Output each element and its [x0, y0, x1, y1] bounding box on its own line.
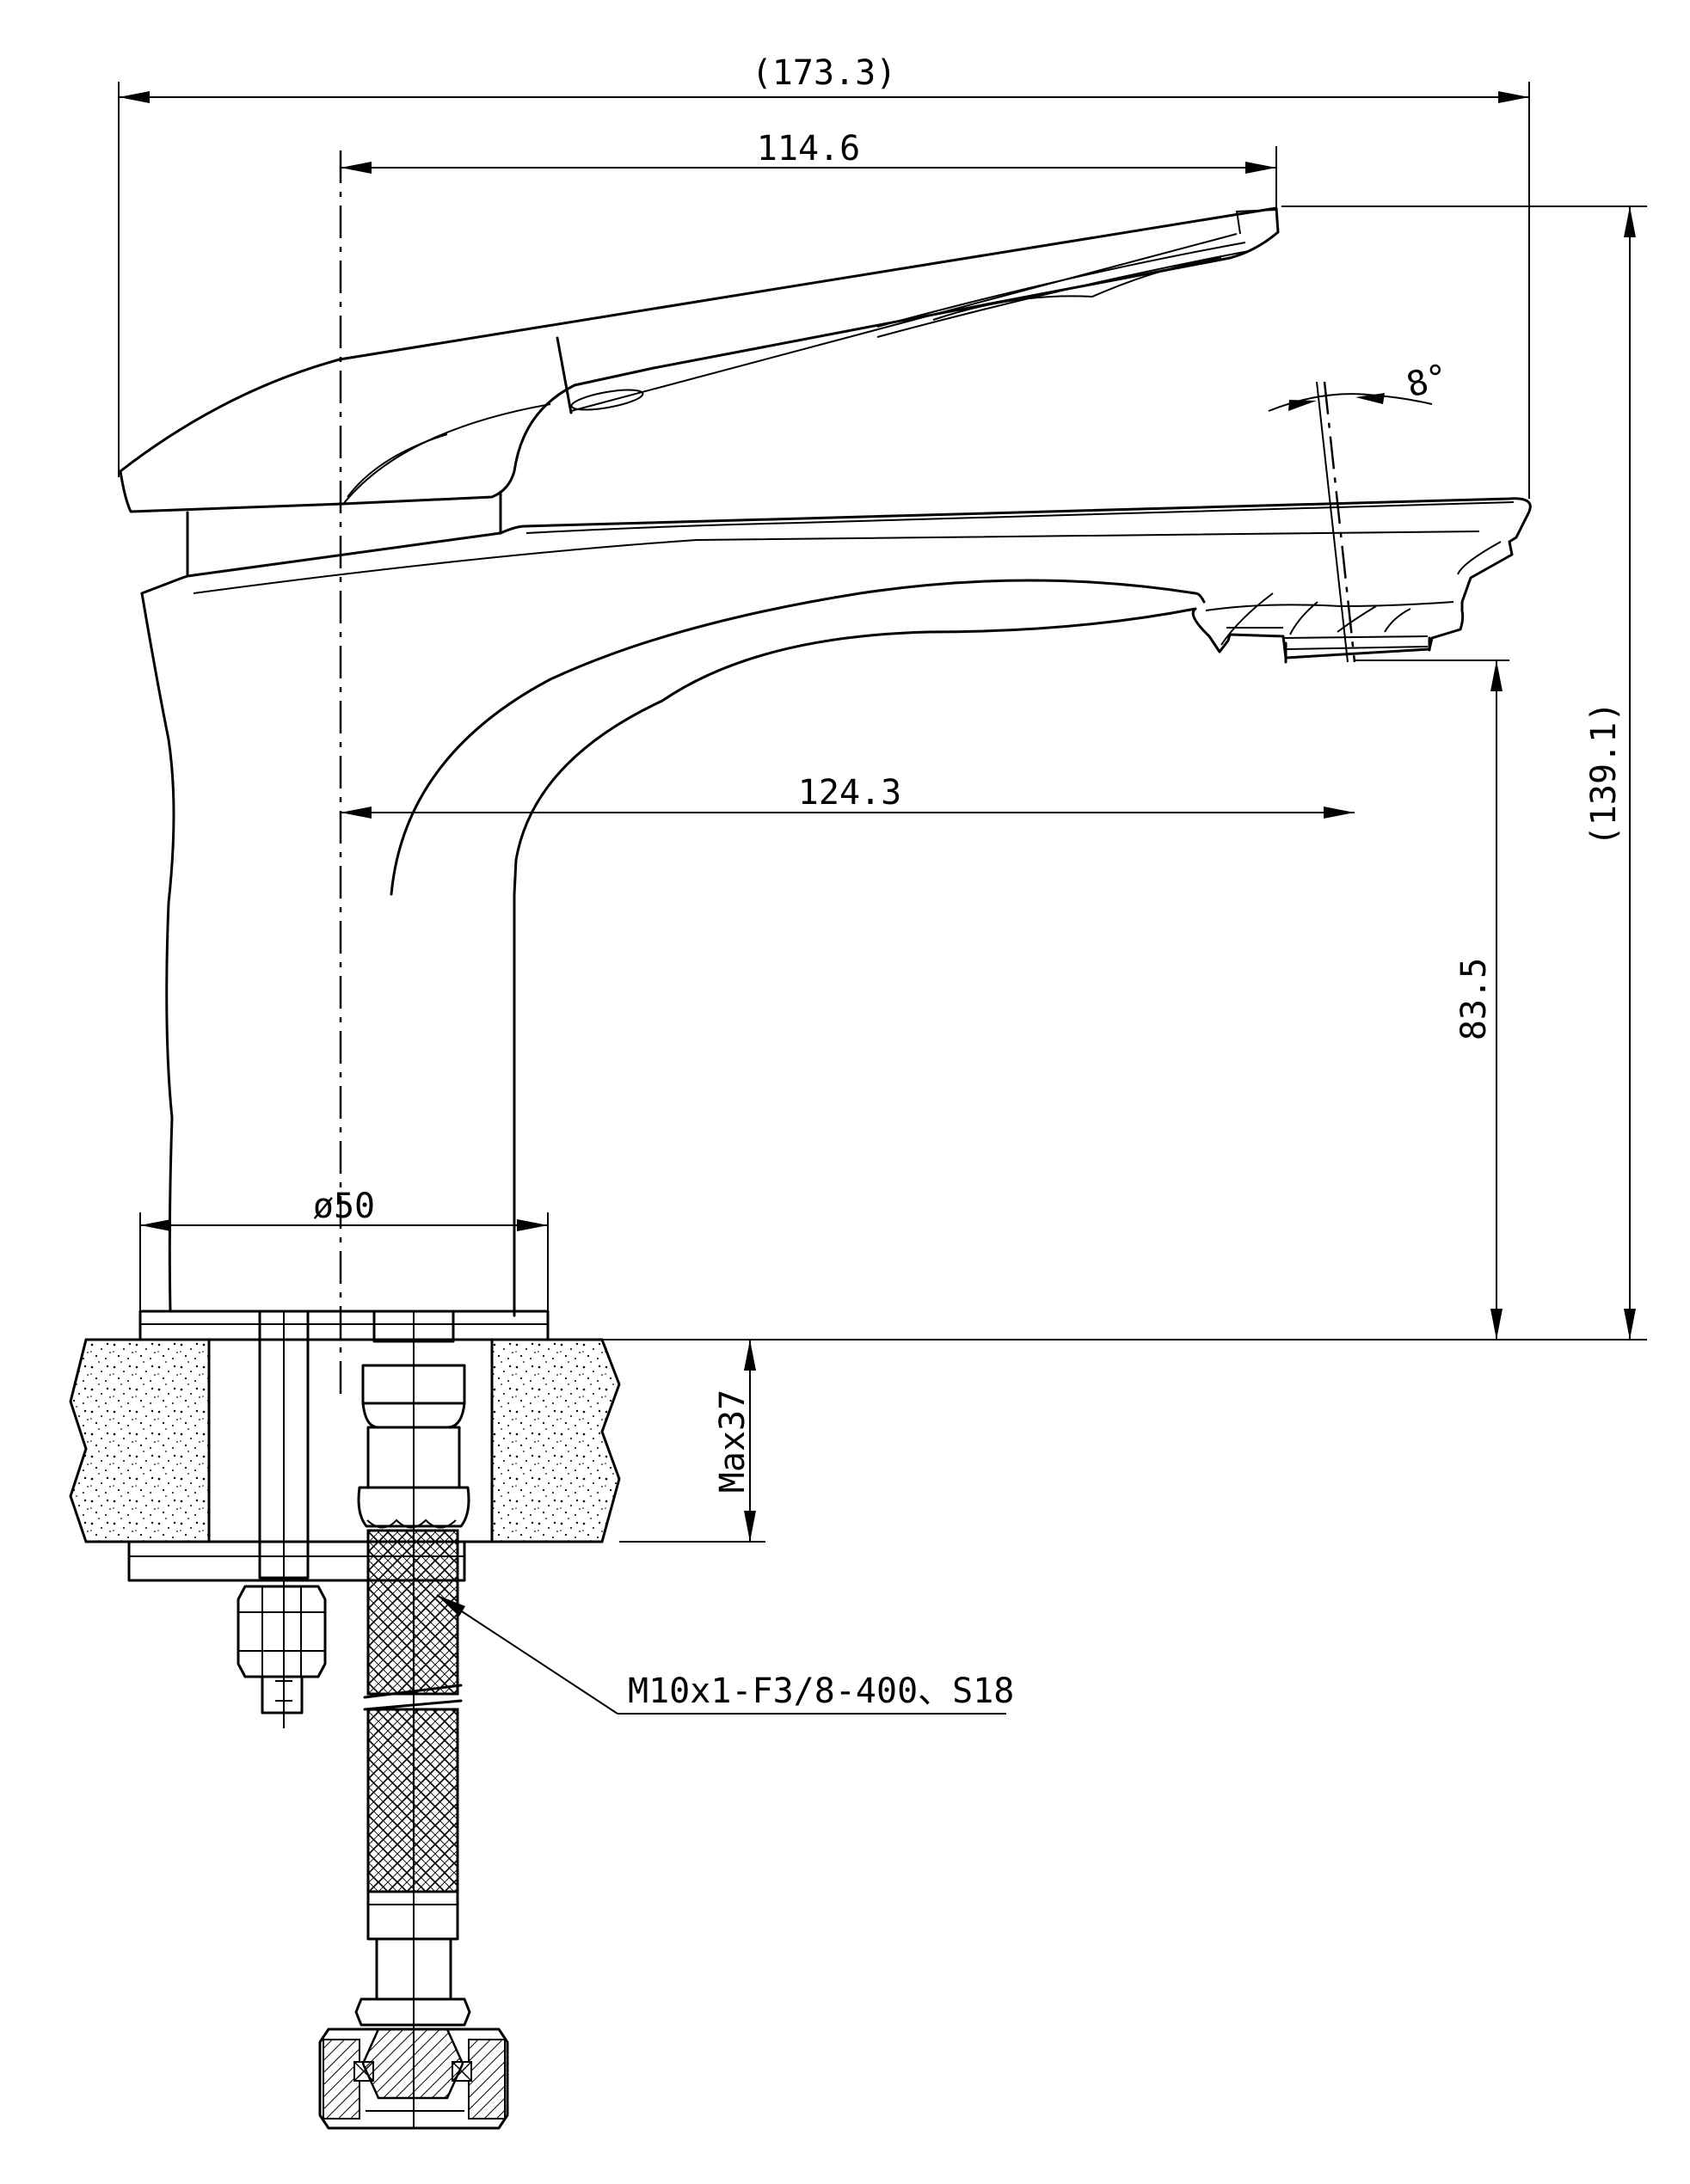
dim-deck-thickness: Max37 [602, 1339, 1647, 1543]
dim-label-deck-thickness: Max37 [713, 1390, 753, 1493]
faucet-body [140, 490, 1532, 1317]
faucet-base-plate [138, 1310, 550, 1341]
dim-base-diameter: ø50 [139, 1187, 549, 1316]
dim-overall-length: (173.3) [118, 53, 1530, 499]
dim-label-handle-reach: 114.6 [757, 129, 860, 169]
dim-label-overall-length: (173.3) [752, 53, 897, 93]
dim-label-spout-height: 83.5 [1454, 958, 1494, 1040]
dim-handle-reach: 114.6 [341, 129, 1277, 211]
center-lines [339, 150, 1356, 1402]
dim-label-overall-height: (139.1) [1584, 702, 1624, 847]
countertop-section [69, 1338, 621, 1543]
dim-label-base-diameter: ø50 [313, 1187, 375, 1226]
dim-spout-height: 83.5 [1355, 659, 1509, 1340]
hose-end-nut [318, 2028, 509, 2130]
mounting-stud [237, 1310, 327, 1728]
hose-spec-label: M10x1-F3/8-400、S18 [628, 1672, 1014, 1711]
hose-callout: M10x1-F3/8-400、S18 [436, 1594, 1014, 1715]
dim-label-spout-reach: 124.3 [798, 773, 901, 813]
dim-label-spout-angle: 8° [1403, 357, 1453, 406]
dim-spout-reach: 124.3 [341, 773, 1355, 819]
dim-overall-height: (139.1) [1281, 206, 1647, 1340]
braided-hose [354, 1310, 471, 2128]
faucet-lever-handle [119, 206, 1280, 513]
